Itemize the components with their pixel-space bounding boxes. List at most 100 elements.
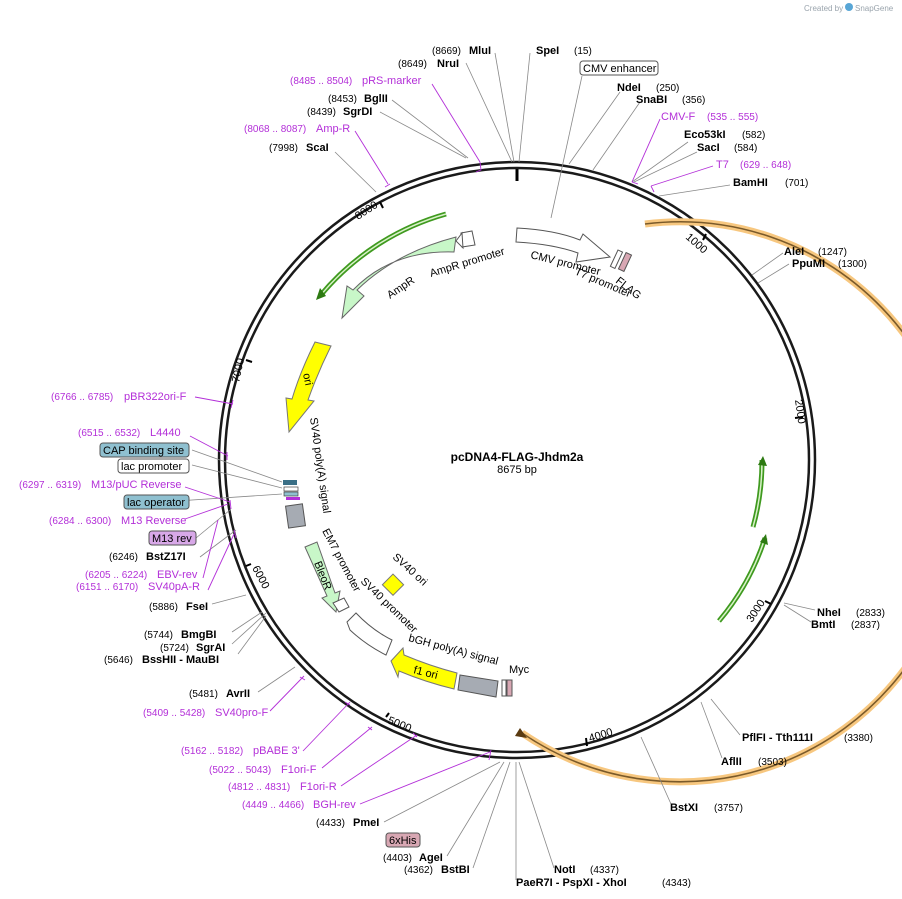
agei-name: AgeI (419, 852, 443, 864)
bgh-box (457, 674, 499, 698)
pbr322ori-f-name: pBR322ori-F (124, 391, 187, 403)
sv40-polya-box (284, 503, 307, 529)
ebv-rev-name: EBV-rev (157, 569, 198, 581)
lac-operator-mark (283, 491, 299, 497)
bmti-pos: (2837) (851, 620, 880, 631)
myc-mark (506, 679, 513, 697)
sgrai-pos: (5724) (160, 643, 189, 654)
ampr-promoter-arrow (455, 231, 464, 250)
credit-prefix: Created by (804, 4, 843, 13)
alei-pos: (1247) (818, 247, 847, 258)
green-orf-arcs (316, 211, 768, 623)
eco53ki-name: Eco53kI (684, 129, 726, 141)
amp-r-name: Amp-R (316, 123, 350, 135)
lac-operator-label: lac operator (127, 497, 185, 509)
m13-reverse-name: M13 Reverse (121, 515, 186, 527)
t7-name: T7 (716, 159, 729, 171)
m13-rev-mark (286, 497, 300, 500)
bglii-pos: (8453) (328, 94, 357, 105)
bstbi-pos: (4362) (404, 865, 433, 876)
sv40-ori-box (381, 573, 405, 597)
sv40pro-f-range: (5409 .. 5428) (143, 708, 205, 719)
bgh-rev-name: BGH-rev (313, 799, 356, 811)
em7-promoter-mark (332, 597, 350, 613)
noti-pos: (4337) (590, 865, 619, 876)
cmv-promoter-arrow (515, 227, 612, 263)
spei-name: SpeI (536, 45, 559, 57)
f1ori-f-range: (5022 .. 5043) (209, 765, 271, 776)
ppumi-pos: (1300) (838, 259, 867, 270)
saci-name: SacI (697, 142, 720, 154)
bglii-name: BglII (364, 93, 388, 105)
t7-promoter-mark (609, 249, 624, 270)
l4440-range: (6515 .. 6532) (78, 428, 140, 439)
pbabe3-range: (5162 .. 5182) (181, 746, 243, 757)
bsshii-name: BssHII - MauBI (142, 654, 219, 666)
amp-r-range: (8068 .. 8087) (244, 124, 306, 135)
bmgbi-name: BmgBI (181, 629, 216, 641)
pmei-name: PmeI (353, 817, 379, 829)
bamhi-name: BamHI (733, 177, 768, 189)
fsei-pos: (5886) (149, 602, 178, 613)
agei-pos: (4403) (383, 853, 412, 864)
sv40-polya-label: SV40 poly(A) signal (307, 417, 332, 514)
flag-mark (617, 251, 633, 273)
pmei-pos: (4433) (316, 818, 345, 829)
bstz17i-pos: (6246) (109, 552, 138, 563)
mlui-name: MluI (469, 45, 491, 57)
tick-label: 2000 (792, 399, 807, 425)
snabi-name: SnaBI (636, 94, 667, 106)
aflii-name: AflII (721, 756, 742, 768)
boxed-labels: CMV enhancer CAP binding site lac promot… (99, 60, 659, 848)
scai-name: ScaI (306, 142, 329, 154)
f1ori-f-name: F1ori-F (281, 764, 317, 776)
ampr-label: AmpR (385, 274, 417, 301)
m13-rev-label: M13 rev (152, 533, 192, 545)
m13-reverse-range: (6284 .. 6300) (49, 516, 111, 527)
avrii-pos: (5481) (189, 689, 218, 700)
lac-promoter-mark (283, 486, 299, 492)
ppumi-name: PpuMI (792, 258, 825, 270)
bleor-label: BleoR (311, 560, 333, 592)
m13puc-reverse-range: (6297 .. 6319) (19, 480, 81, 491)
spei-pos: (15) (574, 46, 592, 57)
prs-marker-name: pRS-marker (362, 75, 422, 87)
pbabe3-name: pBABE 3' (253, 745, 300, 757)
credit-brand: SnapGene (855, 4, 894, 13)
primer-lines (184, 83, 714, 805)
jhdm2a-orf-arc (515, 218, 902, 786)
bstbi-name: BstBI (441, 864, 470, 876)
sv40pa-r-range: (6151 .. 6170) (76, 582, 138, 593)
snapgene-logo-icon (845, 3, 853, 11)
pflfi-pos: (3380) (844, 733, 873, 744)
nrui-pos: (8649) (398, 59, 427, 70)
tick-label: 8000 (353, 199, 380, 222)
myc-label: Myc (509, 664, 530, 676)
noti-name: NotI (554, 864, 575, 876)
tick-label: 5000 (386, 715, 413, 735)
t7-range: (629 .. 648) (740, 160, 791, 171)
sgrdi-name: SgrDI (343, 106, 372, 118)
sv40pa-r-name: SV40pA-R (148, 581, 200, 593)
bamhi-pos: (701) (785, 178, 808, 189)
cap-site-mark (283, 480, 297, 485)
sgrai-name: SgrAI (196, 642, 225, 654)
tick-label: 7000 (230, 357, 247, 383)
bmgbi-pos: (5744) (144, 630, 173, 641)
prs-marker-range: (8485 .. 8504) (290, 76, 352, 87)
ndei-name: NdeI (617, 82, 641, 94)
xhoi-name: PaeR7I - PspXI - XhoI (516, 877, 627, 889)
nhei-name: NheI (817, 607, 841, 619)
lac-promoter-label: lac promoter (121, 461, 182, 473)
m13puc-reverse-name: M13/pUC Reverse (91, 479, 181, 491)
ori-label: ori (300, 372, 314, 386)
cmv-f-name: CMV-F (661, 111, 696, 123)
enzyme-labels: (8669) MluI (8649) NruI SpeI (15) (8453)… (104, 45, 885, 889)
nhei-pos: (2833) (856, 608, 885, 619)
pbr322ori-f-range: (6766 .. 6785) (51, 392, 113, 403)
scai-pos: (7998) (269, 143, 298, 154)
ampr-arrow (341, 236, 457, 320)
fsei-name: FseI (186, 601, 208, 613)
mlui-pos: (8669) (432, 46, 461, 57)
